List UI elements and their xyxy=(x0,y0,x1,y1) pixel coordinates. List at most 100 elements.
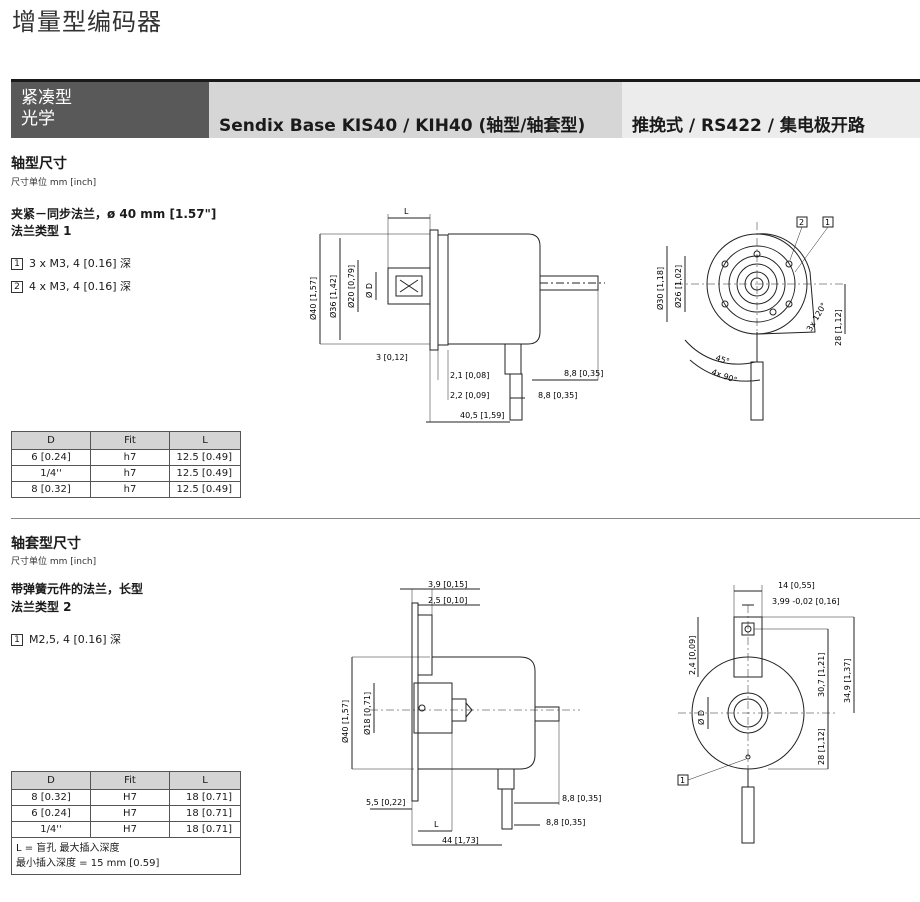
dim-8-8-a: 8,8 [0,35] xyxy=(564,369,603,378)
hollow-spec-table: D Fit L 8 [0.32] H7 18 [0.71] 6 [0.24] H… xyxy=(11,771,241,875)
hollow-flange-type: 法兰类型 2 xyxy=(11,600,72,614)
col-header: L xyxy=(169,771,241,790)
cell: 12.5 [0.49] xyxy=(169,481,241,498)
col-header: D xyxy=(11,771,91,790)
angle-4x90: 4x 90° xyxy=(710,367,738,385)
dim-3-9: 3,9 [0,15] xyxy=(428,580,467,589)
cell: H7 xyxy=(90,789,170,806)
cell: 18 [0.71] xyxy=(169,821,241,838)
table-row: 6 [0.24] H7 18 [0.71] xyxy=(11,805,241,822)
dim-d30: Ø30 [1,18] xyxy=(655,267,665,310)
cell: h7 xyxy=(90,481,170,498)
header-bar: 紧凑型 光学 Sendix Base KIS40 / KIH40 (轴型/轴套型… xyxy=(11,82,920,138)
dim-L: L xyxy=(404,207,409,216)
table-row: 8 [0.32] H7 18 [0.71] xyxy=(11,789,241,806)
cell: 8 [0.32] xyxy=(11,789,91,806)
dim-d26: Ø26 [1,02] xyxy=(673,265,683,308)
dim-2-4: 2,4 [0,09] xyxy=(688,636,697,675)
table-row: 8 [0.32] h7 12.5 [0.49] xyxy=(11,481,241,498)
note-number-box: 1 xyxy=(11,634,23,646)
cell: h7 xyxy=(90,465,170,482)
dim-dD: Ø D xyxy=(364,283,374,298)
col-header: D xyxy=(11,431,91,450)
dim-44: 44 [1,73] xyxy=(442,836,479,845)
output-types: 推挽式 / RS422 / 集电极开路 xyxy=(622,82,920,138)
dim-2-2: 2,2 [0,09] xyxy=(450,391,489,400)
cell: H7 xyxy=(90,821,170,838)
section-divider xyxy=(11,518,920,519)
marker-1: 1 xyxy=(825,218,830,227)
note-text: 3 x M3, 4 [0.16] 深 xyxy=(29,257,132,270)
cell: 12.5 [0.49] xyxy=(169,449,241,466)
dim-dD: Ø D xyxy=(696,710,706,725)
table-footnote: L = 盲孔 最大插入深度 最小插入深度 = 15 mm [0.59] xyxy=(11,837,241,875)
shaft-note-1: 1 3 x M3, 4 [0.16] 深 xyxy=(11,256,131,272)
cell: 1/4'' xyxy=(11,821,91,838)
dim-40-5: 40,5 [1,59] xyxy=(460,411,504,420)
dim-34-9: 34,9 [1,37] xyxy=(843,659,852,703)
dim-2-1: 2,1 [0,08] xyxy=(450,371,489,380)
col-header: L xyxy=(169,431,241,450)
hollow-note-1: 1 M2,5, 4 [0.16] 深 xyxy=(11,632,121,648)
category-line1: 紧凑型 xyxy=(21,88,72,108)
table-row: 1/4'' H7 18 [0.71] xyxy=(11,821,241,838)
category-cell: 紧凑型 光学 xyxy=(11,82,209,138)
cell: 18 [0.71] xyxy=(169,805,241,822)
page-title: 增量型编码器 xyxy=(12,8,162,36)
hollow-side-view-drawing: 3,9 [0,15] 2,5 [0,10] Ø40 [1,57] Ø18 [0,… xyxy=(340,580,601,846)
note-text: M2,5, 4 [0.16] 深 xyxy=(29,633,122,646)
shaft-spec-table: D Fit L 6 [0.24] h7 12.5 [0.49] 1/4'' h7… xyxy=(11,431,241,498)
dim-d36: Ø36 [1,42] xyxy=(328,275,338,318)
table-header-row: D Fit L xyxy=(11,771,241,790)
hollow-front-view-drawing: 14 [0,55] 3,99 -0,02 [0,16] 2,4 [0,09] Ø… xyxy=(677,581,855,844)
header-rule xyxy=(11,79,920,82)
category-line2: 光学 xyxy=(21,109,55,129)
dim-d18: Ø18 [0,71] xyxy=(362,692,372,735)
shaft-flange-type: 法兰类型 1 xyxy=(11,224,72,238)
marker-1: 1 xyxy=(680,776,685,785)
note-number-box: 1 xyxy=(11,258,23,270)
hollow-section-title: 轴套型尺寸 xyxy=(11,536,81,552)
dim-8-8-b: 8,8 [0,35] xyxy=(538,391,577,400)
cell: 18 [0.71] xyxy=(169,789,241,806)
note-number-box: 2 xyxy=(11,281,23,293)
dim-5-5: 5,5 [0,22] xyxy=(366,798,405,807)
shaft-section-title: 轴型尺寸 xyxy=(11,156,67,172)
col-header: Fit xyxy=(90,431,170,450)
shaft-flange-desc: 夹紧－同步法兰，ø 40 mm [1.57"] xyxy=(11,207,217,221)
footnote-line1: L = 盲孔 最大插入深度 xyxy=(16,843,120,854)
dim-3: 3 [0,12] xyxy=(376,353,408,362)
dim-2-5: 2,5 [0,10] xyxy=(428,596,467,605)
dim-L: L xyxy=(434,820,439,829)
hollow-unit-note: 尺寸单位 mm [inch] xyxy=(11,557,97,567)
dim-d40: Ø40 [1,57] xyxy=(308,277,318,320)
dim-14: 14 [0,55] xyxy=(778,581,815,590)
cell: h7 xyxy=(90,449,170,466)
table-row: 1/4'' h7 12.5 [0.49] xyxy=(11,465,241,482)
col-header: Fit xyxy=(90,771,170,790)
footnote-line2: 最小插入深度 = 15 mm [0.59] xyxy=(16,858,160,869)
dim-8-8-a: 8,8 [0,35] xyxy=(562,794,601,803)
shaft-front-view-drawing: 2 1 Ø30 [1,18] Ø26 [1,02] 3x 120° 45° 4x… xyxy=(655,216,846,421)
table-header-row: D Fit L xyxy=(11,431,241,450)
note-text: 4 x M3, 4 [0.16] 深 xyxy=(29,280,132,293)
dim-8-8-b: 8,8 [0,35] xyxy=(546,818,585,827)
angle-3x120: 3x 120° xyxy=(805,301,829,333)
dim-28: 28 [1,12] xyxy=(834,309,843,346)
cell: 6 [0.24] xyxy=(11,449,91,466)
shaft-side-view-drawing: L Ø40 [1,57] Ø36 [1,42] Ø20 [0,79] Ø D 3… xyxy=(308,207,605,423)
shaft-unit-note: 尺寸单位 mm [inch] xyxy=(11,178,97,188)
dim-3-99: 3,99 -0,02 [0,16] xyxy=(772,597,840,606)
table-footnote-row: L = 盲孔 最大插入深度 最小插入深度 = 15 mm [0.59] xyxy=(11,837,241,875)
cell: 1/4'' xyxy=(11,465,91,482)
marker-2: 2 xyxy=(799,218,804,227)
dim-d20: Ø20 [0,79] xyxy=(346,265,356,308)
cell: H7 xyxy=(90,805,170,822)
table-row: 6 [0.24] h7 12.5 [0.49] xyxy=(11,449,241,466)
cell: 8 [0.32] xyxy=(11,481,91,498)
product-name: Sendix Base KIS40 / KIH40 (轴型/轴套型) xyxy=(209,82,622,138)
dim-28: 28 [1,12] xyxy=(817,728,826,765)
hollow-flange-desc: 带弹簧元件的法兰，长型 xyxy=(11,582,144,596)
cell: 12.5 [0.49] xyxy=(169,465,241,482)
dim-d40: Ø40 [1,57] xyxy=(340,700,350,743)
